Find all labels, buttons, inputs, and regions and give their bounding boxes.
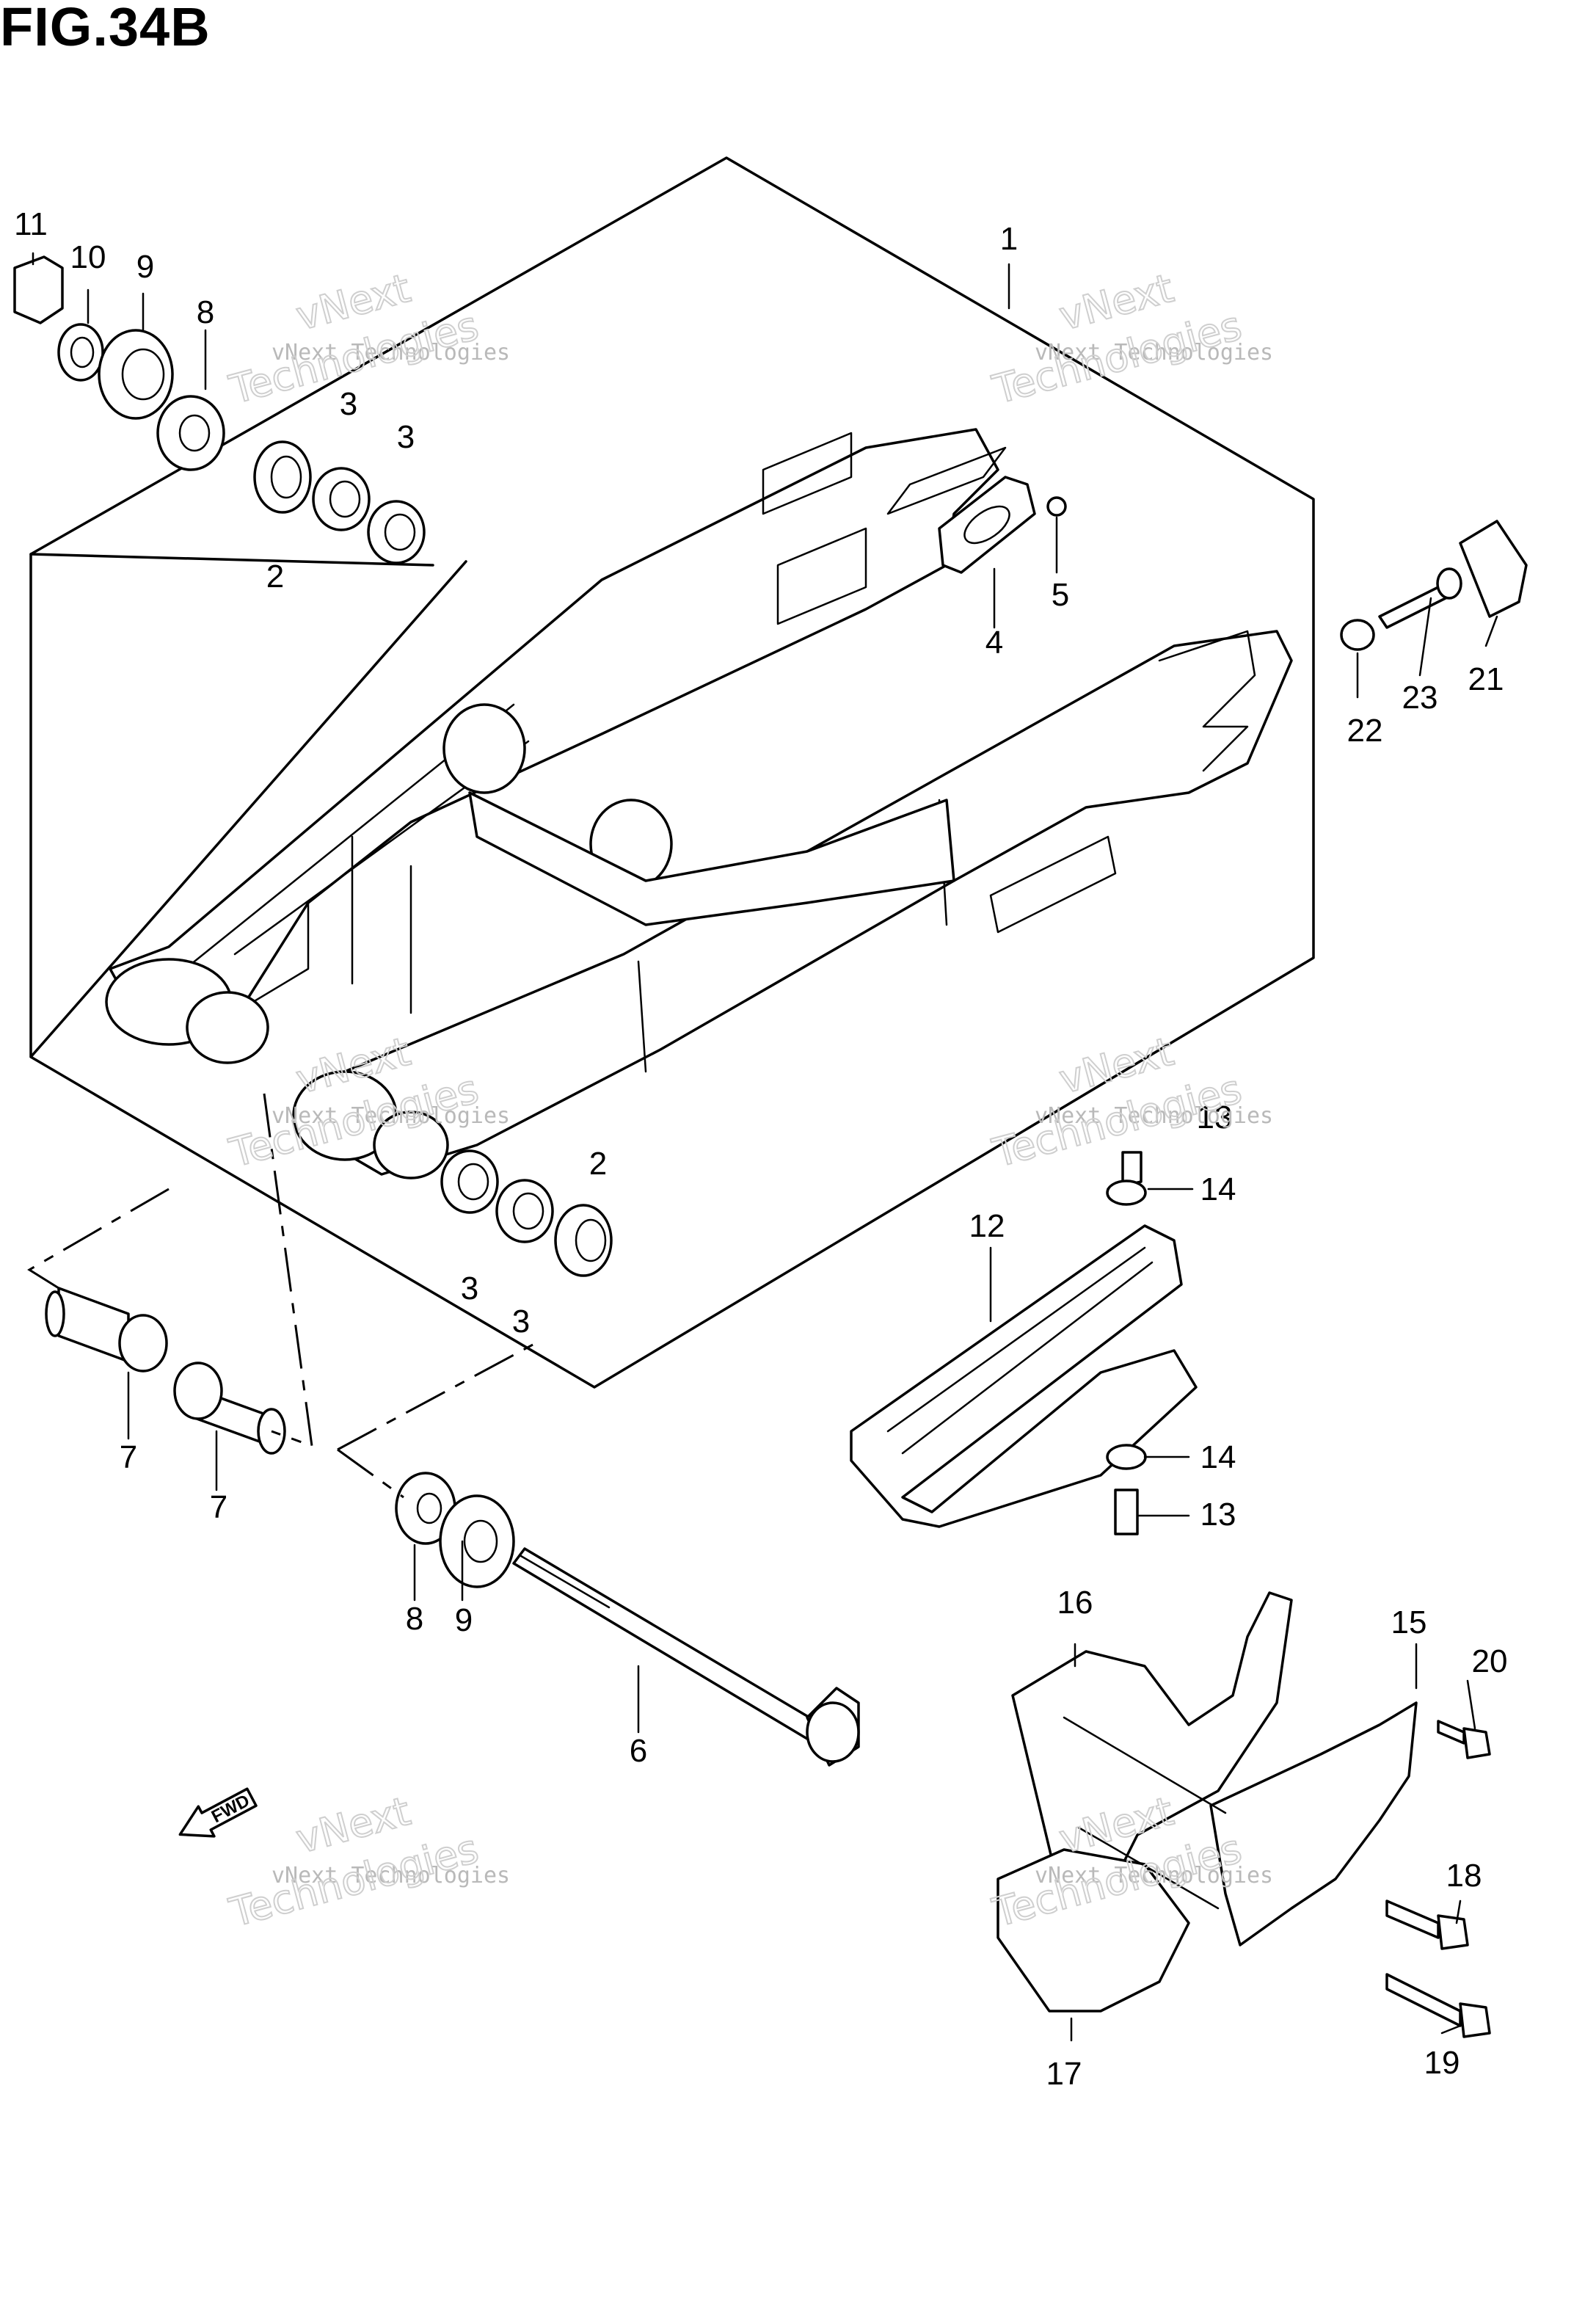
- callout-9b: 9: [455, 1602, 473, 1638]
- callout-13b: 13: [1200, 1497, 1236, 1533]
- washers-nut-stack: [13, 255, 225, 471]
- callout-3b: 3: [397, 419, 415, 455]
- callout-14b: 14: [1200, 1439, 1236, 1475]
- gasket-and-screw: [938, 476, 1067, 574]
- chain-guide: [850, 1151, 1198, 1535]
- callout-18: 18: [1446, 1858, 1482, 1894]
- chain-guard-brackets: [996, 1591, 1418, 2013]
- watermark-1: vNext vNext Technologies Technologies: [224, 264, 510, 414]
- callout-7b: 7: [210, 1489, 227, 1525]
- callout-19: 19: [1424, 2045, 1460, 2081]
- callout-20: 20: [1472, 1643, 1508, 1679]
- watermark-2: vNext vNext Technologies Technologies: [987, 264, 1273, 414]
- assembly-centerlines: [27, 1093, 536, 1499]
- bearing-set-lower: [440, 1149, 613, 1277]
- chain-adjuster-parts: [1340, 520, 1528, 651]
- callout-6: 6: [630, 1733, 647, 1769]
- swingarm-part: [105, 428, 1293, 1179]
- callout-13a: 13: [1197, 1099, 1233, 1135]
- assembly-outline: [29, 156, 1315, 1389]
- callout-3d: 3: [512, 1304, 530, 1339]
- fwd-arrow-icon: FWD: [178, 1787, 258, 1838]
- watermark-1-line: vNext Technologies: [272, 340, 510, 366]
- callout-17: 17: [1046, 2056, 1082, 2092]
- figure-title: FIG.34B: [0, 0, 211, 57]
- leader-lines: [32, 252, 1498, 2042]
- bearing-set-upper: [253, 440, 426, 564]
- watermark-5-line: vNext Technologies: [272, 1863, 510, 1889]
- watermark-2-line: vNext Technologies: [1035, 340, 1273, 366]
- pivot-shaft: [512, 1547, 860, 1767]
- callout-21: 21: [1468, 661, 1504, 697]
- watermark-3-line: vNext Technologies: [272, 1103, 510, 1129]
- bracket-bolts: [1385, 1720, 1491, 2038]
- callout-labels: 1 2 2 3 3 3 3 4 5 6 7 7 8 8 9 9 10 11 12…: [14, 206, 1507, 2092]
- callout-7a: 7: [120, 1439, 137, 1475]
- callout-2a: 2: [266, 559, 284, 595]
- callout-12: 12: [969, 1208, 1005, 1244]
- callout-3c: 3: [461, 1270, 478, 1306]
- callout-10: 10: [70, 239, 106, 275]
- pivot-washers-lower: [395, 1472, 515, 1588]
- callout-2b: 2: [589, 1146, 607, 1182]
- callout-8b: 8: [406, 1601, 423, 1637]
- callout-4: 4: [985, 625, 1003, 661]
- watermark-5: vNext vNext Technologies Technologies: [224, 1787, 510, 1937]
- callout-5: 5: [1052, 577, 1069, 613]
- callout-8a: 8: [197, 294, 214, 330]
- watermark-6-line: vNext Technologies: [1035, 1863, 1273, 1889]
- callout-16: 16: [1057, 1585, 1093, 1621]
- callout-9a: 9: [136, 249, 154, 285]
- callout-22: 22: [1347, 713, 1383, 749]
- callout-14a: 14: [1200, 1171, 1236, 1207]
- callout-3a: 3: [340, 386, 357, 422]
- pivot-collars: [45, 1287, 286, 1455]
- callout-1: 1: [1000, 221, 1018, 257]
- callout-23: 23: [1402, 680, 1438, 716]
- watermark-4-line: vNext Technologies: [1035, 1103, 1273, 1129]
- callout-15: 15: [1391, 1604, 1427, 1640]
- fwd-label: FWD: [208, 1791, 253, 1827]
- callout-11: 11: [14, 206, 48, 242]
